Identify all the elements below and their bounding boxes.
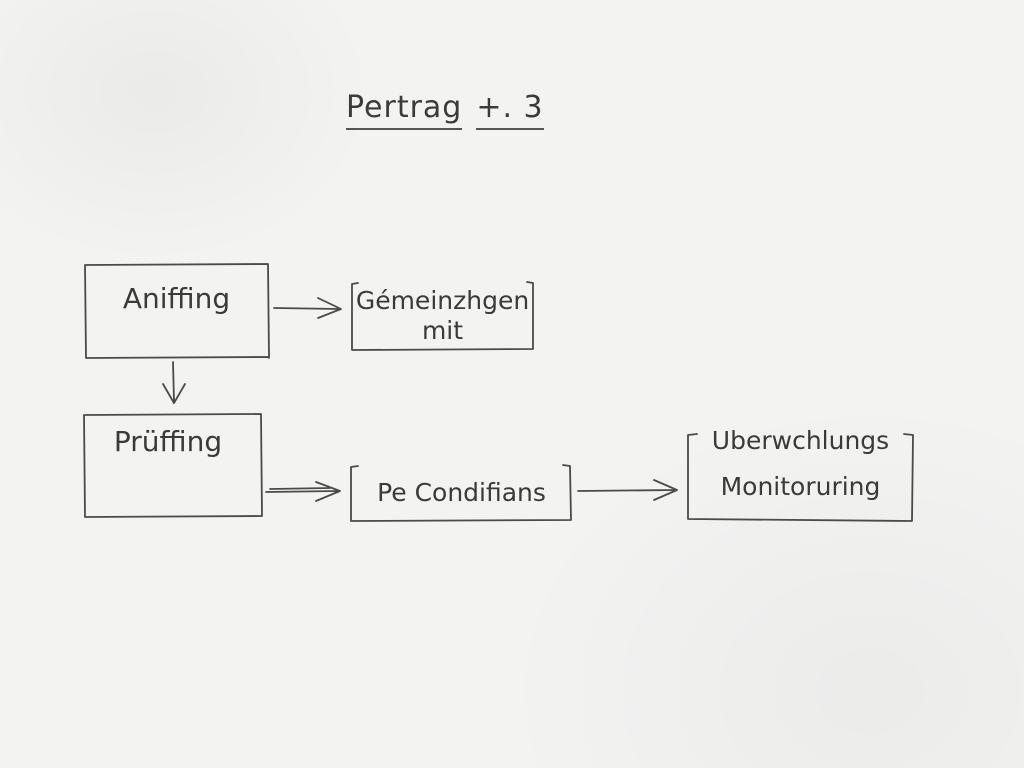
arrow-pruffing-to-condifians [265,481,341,502]
node-label-uberwchlungs-line1: Uberwchlungs [711,426,890,455]
node-box-pruffing [83,413,263,518]
node-label-uberwchlungs-line2: Monitoruring [720,472,881,501]
node-label-aniffing: Aniffing [122,282,231,315]
arrow-condifians-to-uberwchlungs [577,479,678,501]
node-box-gemeinzhgen [351,281,534,351]
node-label-gemeinzhgen: Gémeinzhgen mit [352,286,533,346]
node-label-pruffing: Prüffing [113,425,223,458]
node-label-gemeinzhgen-line1: Gémeinzhgen [355,286,530,315]
title-part-2: +. 3 [476,90,544,130]
node-box-condifians [350,464,572,522]
node-label-condifians: Pe Condifians [377,478,546,507]
arrow-aniffing-to-pruffing [162,361,186,404]
node-label-gemeinzhgen-line2: mit [421,316,464,345]
node-box-aniffing [84,263,270,359]
node-box-uberwchlungs [687,433,914,522]
node-label-uberwchlungs: Uberwchlungs Monitoruring [688,426,913,502]
arrow-aniffing-to-gemeinzhgen [273,297,342,319]
diagram-title: Pertrag +. 3 [346,90,544,130]
title-part-1: Pertrag [346,90,463,130]
